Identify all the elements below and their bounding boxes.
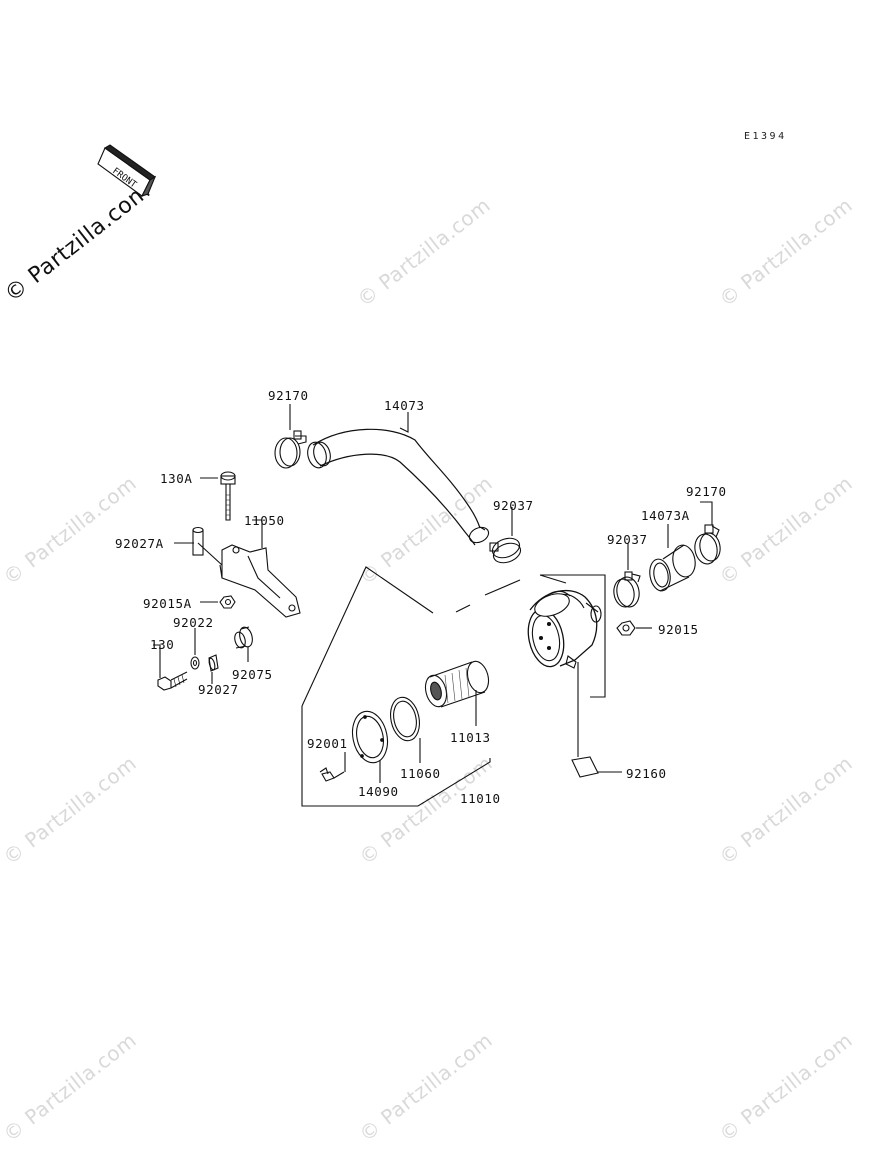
part-label-92075[interactable]: 92075: [232, 667, 273, 682]
part-label-92037-lower[interactable]: 92037: [607, 532, 648, 547]
part-label-92170[interactable]: 92170: [268, 388, 309, 403]
part-label-92170-right[interactable]: 92170: [686, 484, 727, 499]
part-label-130[interactable]: 130: [150, 637, 175, 652]
part-label-92027[interactable]: 92027: [198, 682, 239, 697]
front-direction-icon: FRONT: [97, 144, 157, 197]
part-label-14090[interactable]: 14090: [358, 784, 399, 799]
part-label-92022[interactable]: 92022: [173, 615, 214, 630]
part-label-11013[interactable]: 11013: [450, 730, 491, 745]
part-label-92160[interactable]: 92160: [626, 766, 667, 781]
part-label-14073[interactable]: 14073: [384, 398, 425, 413]
part-label-92001[interactable]: 92001: [307, 736, 348, 751]
part-label-11060[interactable]: 11060: [400, 766, 441, 781]
part-label-92027A[interactable]: 92027A: [115, 536, 164, 551]
part-label-11050[interactable]: 11050: [244, 513, 285, 528]
part-label-92037-upper[interactable]: 92037: [493, 498, 534, 513]
part-label-14073A[interactable]: 14073A: [641, 508, 690, 523]
part-label-92015[interactable]: 92015: [658, 622, 699, 637]
part-label-92015A[interactable]: 92015A: [143, 596, 192, 611]
diagram-code: E1394: [744, 131, 787, 142]
part-label-11010[interactable]: 11010: [460, 791, 501, 806]
part-label-130A[interactable]: 130A: [160, 471, 193, 486]
